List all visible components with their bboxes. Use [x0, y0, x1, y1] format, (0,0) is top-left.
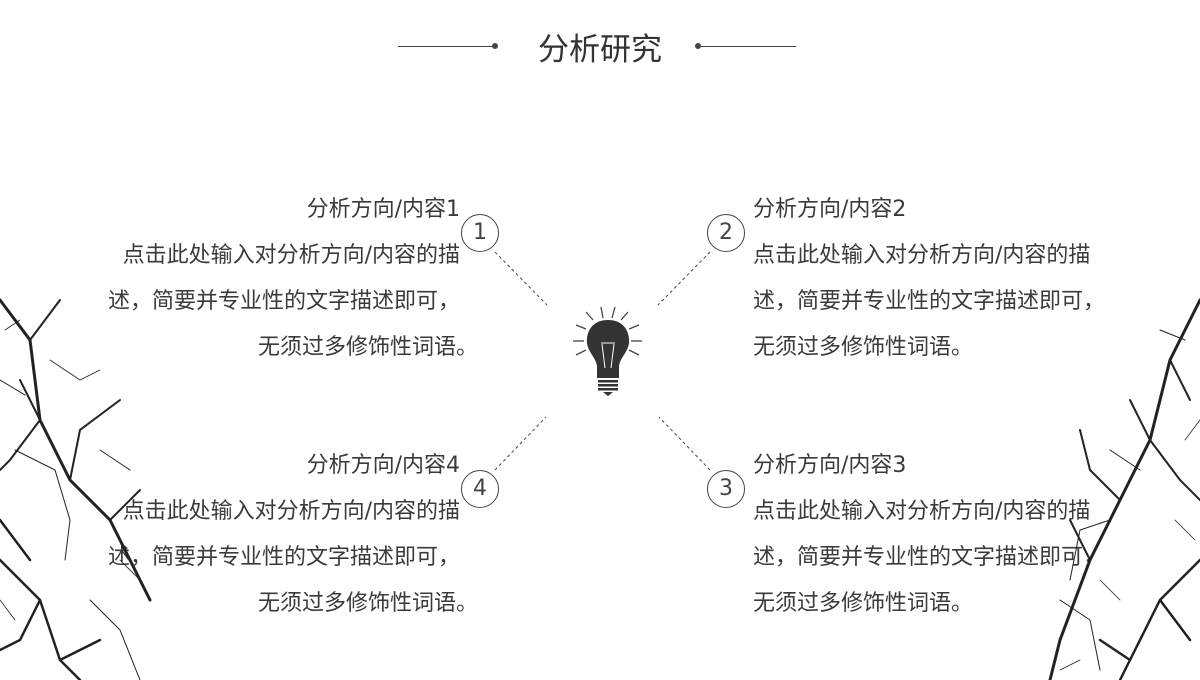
item-heading: 分析方向/内容4 — [306, 453, 460, 478]
title-dot-left — [492, 43, 498, 49]
title-line-right — [700, 46, 796, 47]
connector-lines — [494, 251, 711, 471]
item-text: 述，简要并专业性的文字描述即可， — [107, 289, 460, 314]
item-4: 分析方向/内容4 点击此处输入对分析方向/内容的描 述，简要并专业性的文字描述即… — [40, 443, 478, 627]
item-text: 述，简要并专业性的文字描述即可， — [753, 289, 1106, 314]
item-text: 无须过多修饰性词语。 — [257, 335, 478, 360]
number-badge-1: 1 — [461, 214, 499, 252]
item-text: 述，简要并专业性的文字描述即可， — [753, 545, 1106, 570]
item-text: 点击此处输入对分析方向/内容的描 — [753, 243, 1091, 268]
item-text: 点击此处输入对分析方向/内容的描 — [122, 243, 460, 268]
item-text: 点击此处输入对分析方向/内容的描 — [753, 499, 1091, 524]
page-title: 分析研究 — [538, 32, 662, 68]
item-heading: 分析方向/内容1 — [306, 197, 460, 222]
item-text: 无须过多修饰性词语。 — [753, 335, 974, 360]
item-3: 分析方向/内容3 点击此处输入对分析方向/内容的描 述，简要并专业性的文字描述即… — [753, 443, 1173, 627]
title-line-left — [398, 46, 494, 47]
item-heading: 分析方向/内容2 — [753, 197, 907, 222]
item-2: 分析方向/内容2 点击此处输入对分析方向/内容的描 述，简要并专业性的文字描述即… — [753, 187, 1173, 371]
item-1: 分析方向/内容1 点击此处输入对分析方向/内容的描 述，简要并专业性的文字描述即… — [40, 187, 478, 371]
item-text: 点击此处输入对分析方向/内容的描 — [122, 499, 460, 524]
title-dot-right — [695, 43, 701, 49]
number-badge-2: 2 — [707, 214, 745, 252]
item-heading: 分析方向/内容3 — [753, 453, 907, 478]
item-text: 无须过多修饰性词语。 — [257, 591, 478, 616]
item-text: 述，简要并专业性的文字描述即可， — [107, 545, 460, 570]
number-badge-4: 4 — [461, 470, 499, 508]
number-badge-3: 3 — [707, 470, 745, 508]
item-text: 无须过多修饰性词语。 — [753, 591, 974, 616]
lightbulb-icon — [573, 306, 642, 396]
